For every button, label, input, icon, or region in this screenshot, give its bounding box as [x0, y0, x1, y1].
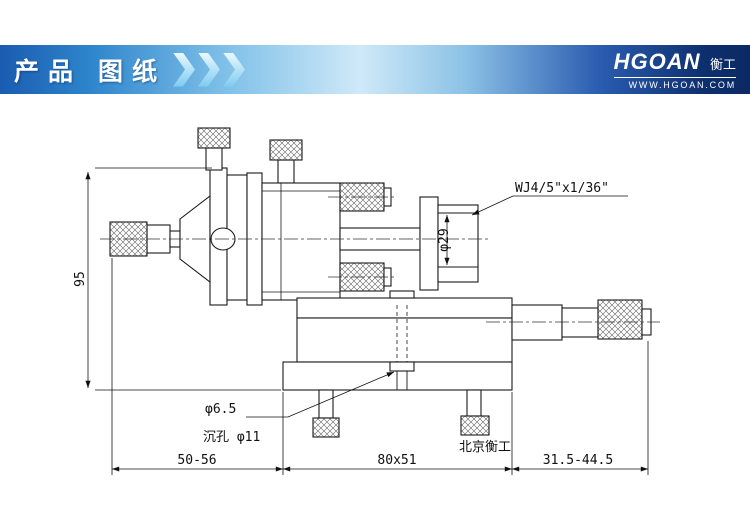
right-micrometer-head — [511, 299, 652, 341]
brand-logo-suffix: 衡工 — [709, 57, 736, 72]
thread-spec-label: WJ4/5"x1/36" — [515, 181, 609, 196]
counterbore-label: 沉孔 φ11 — [203, 430, 260, 445]
header-banner: 产品 图纸 HGOAN 衡工 WWW.HGOAN.COM — [0, 45, 750, 94]
bore-diameter-label: φ29 — [437, 228, 452, 251]
dimension-lines — [85, 167, 649, 475]
chevron-right-icon — [172, 52, 195, 87]
top-adjustment-knob-2 — [269, 139, 303, 184]
translation-slide — [296, 290, 513, 363]
drawing-area: WJ4/5"x1/36" φ29 95 φ6.5 沉孔 φ11 50-56 80… — [0, 95, 750, 503]
dimension-center-label: 80x51 — [377, 453, 416, 468]
brand-block: HGOAN 衡工 WWW.HGOAN.COM — [613, 49, 736, 90]
base-plate — [282, 361, 513, 391]
brand-website: WWW.HGOAN.COM — [628, 80, 736, 90]
clamp-bolt-right — [460, 389, 490, 436]
hole-diameter-label: φ6.5 — [205, 402, 236, 417]
chevron-right-icon — [197, 52, 220, 87]
brand-logo: HGOAN — [613, 49, 701, 74]
page-title: 产品 图纸 — [14, 57, 166, 86]
brand-row: HGOAN 衡工 — [613, 49, 736, 78]
chevron-decoration — [170, 52, 245, 87]
top-adjustment-knob-1 — [197, 127, 231, 171]
side-adjustment-knobs — [339, 182, 421, 292]
dimension-right-label: 31.5-44.5 — [543, 453, 613, 468]
dimension-left-label: 50-56 — [177, 453, 216, 468]
technical-drawing: WJ4/5"x1/36" φ29 95 φ6.5 沉孔 φ11 50-56 80… — [73, 127, 660, 475]
center-lines — [100, 196, 660, 323]
watermark-text: 北京衡工 — [459, 440, 511, 455]
height-dimension-label: 95 — [73, 271, 88, 287]
vertical-plates — [209, 167, 248, 306]
chevron-right-icon — [222, 52, 245, 87]
